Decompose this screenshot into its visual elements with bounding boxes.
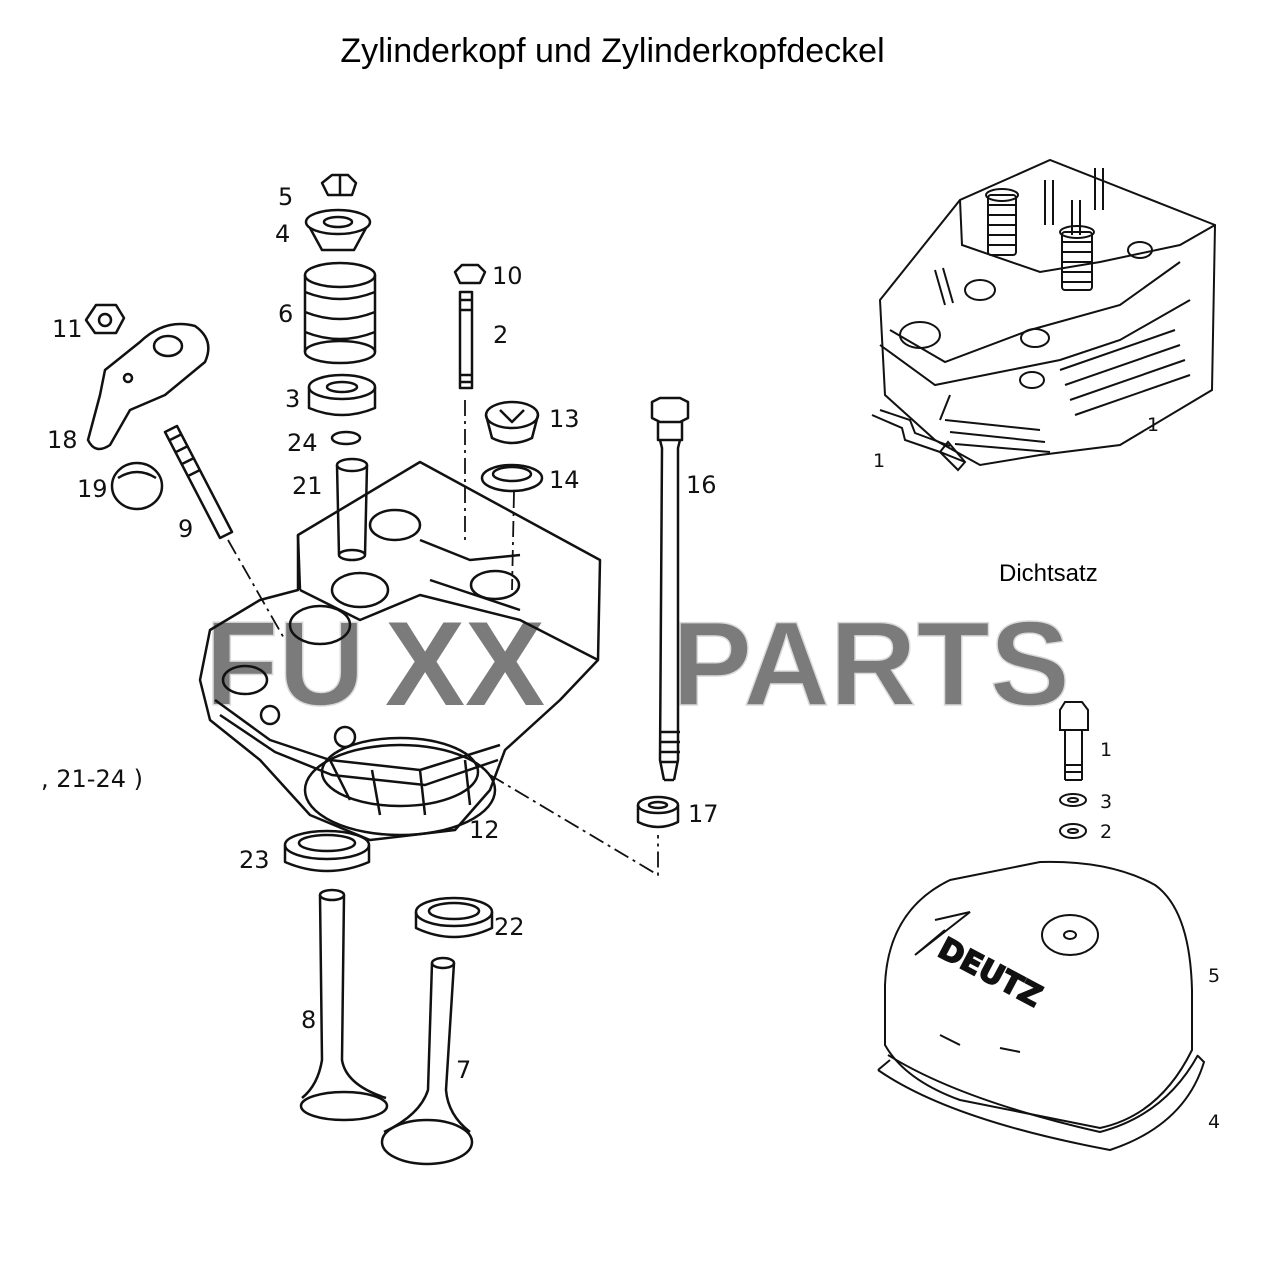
cover-callout-5: 5: [1208, 965, 1220, 987]
callout-10: 10: [492, 262, 523, 290]
callout-2: 2: [493, 321, 508, 349]
callouts-main: 5 4 6 3 24 21 10 2 13 14 16 11 18 19 9 ,…: [41, 183, 719, 1084]
callout-5: 5: [278, 183, 293, 211]
exhaust-valve: [299, 888, 389, 1122]
callout-14: 14: [549, 466, 580, 494]
watermark: FU XX PARTS: [204, 596, 1070, 732]
valve-spring: [303, 261, 377, 365]
callout-24: 24: [287, 429, 318, 457]
callout-4: 4: [275, 220, 290, 248]
spring-retainer: [304, 208, 372, 252]
spring-seat: [307, 373, 377, 417]
cover-callout-1: 1: [1100, 739, 1112, 761]
screw-plug: [484, 400, 540, 445]
valve-cap: [110, 461, 164, 511]
callout-17: 17: [688, 800, 719, 828]
callout-11: 11: [52, 315, 83, 343]
cylinder-head: [198, 460, 602, 842]
callout-3: 3: [285, 385, 300, 413]
alignment-lines: [227, 400, 659, 876]
head-callout-1b: 1: [873, 450, 885, 472]
page-title: Zylinderkopf und Zylinderkopfdeckel: [340, 32, 885, 70]
callout-23: 23: [239, 846, 270, 874]
callout-13: 13: [549, 405, 580, 433]
callout-21: 21: [292, 472, 323, 500]
cover-callout-3: 3: [1100, 791, 1112, 813]
rocker-stud: [163, 424, 234, 540]
head-callout-1a: 1: [1147, 414, 1159, 436]
sealing-ring: [480, 463, 544, 493]
callout-19: 19: [77, 475, 108, 503]
callout-7: 7: [456, 1056, 471, 1084]
gasket-set-label: Dichtsatz: [999, 560, 1098, 587]
deutz-logo-text: DEUTZ: [932, 931, 1047, 1014]
callout-18: 18: [47, 426, 78, 454]
cover-gasket-set: [877, 701, 1206, 1152]
valve-seat-ring-exhaust: [283, 829, 371, 873]
callouts-cover: 1 3 2 5 4: [1100, 739, 1220, 1133]
bolt-sleeve: [636, 795, 680, 829]
callout-8: 8: [301, 1006, 316, 1034]
head-stud: [458, 290, 474, 390]
cylinder-head-assembly: [871, 158, 1217, 472]
watermark-right: PARTS: [672, 597, 1070, 731]
callout-6: 6: [278, 300, 293, 328]
watermark-left: FU: [205, 597, 365, 731]
callout-12: 12: [469, 816, 500, 844]
cover-callout-2: 2: [1100, 821, 1112, 843]
cover-callout-4: 4: [1208, 1111, 1220, 1133]
watermark-middle: XX: [385, 597, 545, 731]
through-bolt: [650, 396, 690, 782]
callout-22: 22: [494, 913, 525, 941]
valve-seat-ring-intake: [414, 896, 494, 939]
rocker-nut: [84, 303, 126, 335]
range-note: , 21-24 ): [41, 765, 143, 793]
callouts-head: 1 1: [873, 414, 1159, 472]
valve-cotters: [320, 173, 358, 197]
intake-valve: [380, 956, 474, 1166]
rocker-arm: [86, 322, 210, 451]
stud-nut: [453, 263, 487, 285]
callout-9: 9: [178, 515, 193, 543]
valve-guide: [335, 457, 369, 562]
callout-16: 16: [686, 471, 717, 499]
valve-stem-washer: [330, 430, 362, 446]
